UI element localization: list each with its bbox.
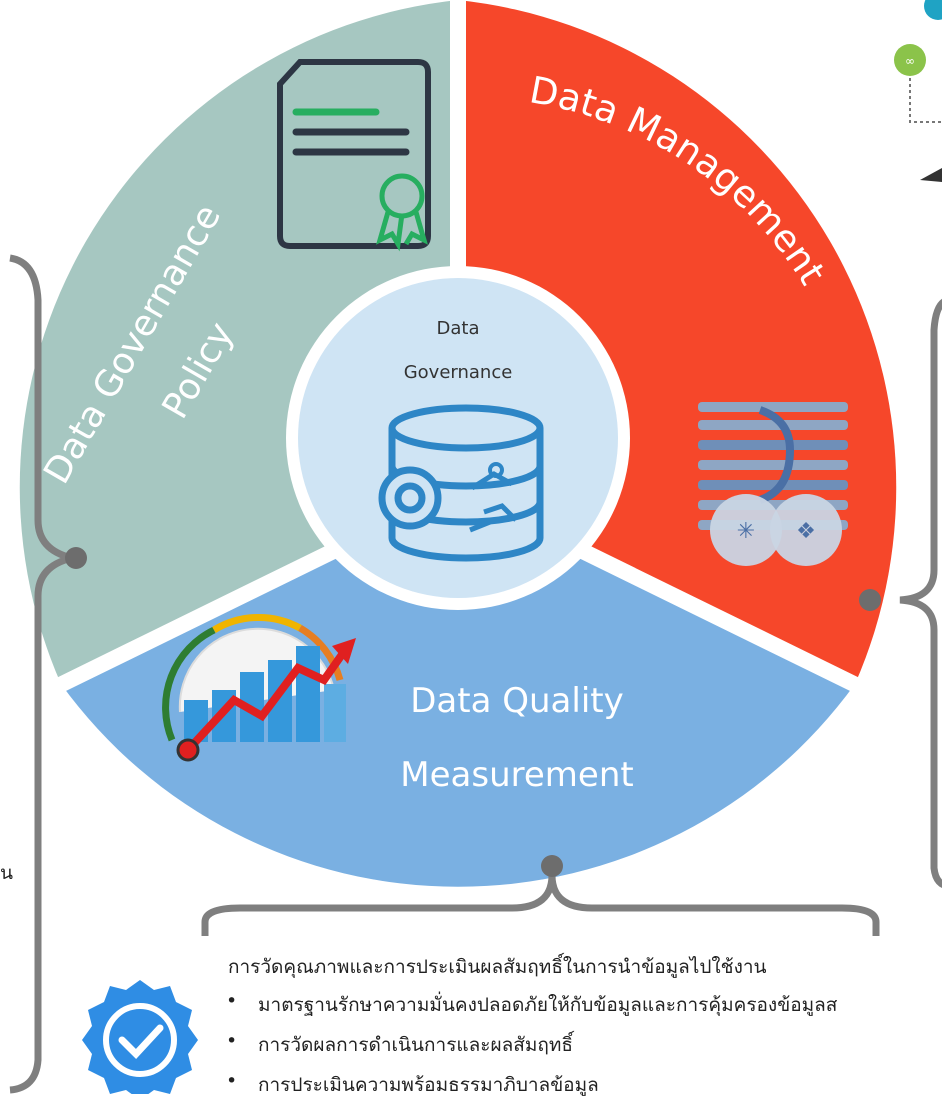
bottom-heading: การวัดคุณภาพและการประเมินผลสัมฤทธิ์ในการ…: [228, 956, 767, 978]
svg-text:∞: ∞: [905, 54, 915, 68]
data-pipeline-icon: ✳ ❖: [698, 402, 848, 566]
network-link-icon: ∞: [894, 0, 942, 182]
svg-text:❖: ❖: [796, 519, 816, 544]
bullet-3-marker: •: [226, 1070, 238, 1092]
left-edge-char: น: [0, 862, 13, 884]
quality-label-line2: Measurement: [400, 755, 633, 795]
center-label-line2: Governance: [404, 362, 513, 383]
certificate-icon: [277, 59, 431, 252]
bottom-bracket-dot: [541, 855, 563, 877]
bottom-bracket: [201, 874, 880, 936]
bullet-2-marker: •: [226, 1030, 238, 1052]
bullet-1-text: มาตรฐานรักษาความมั่นคงปลอดภัยให้กับข้อมู…: [258, 994, 838, 1016]
center-label-line1: Data: [437, 318, 480, 339]
bullet-2-text: การวัดผลการดำเนินการและผลสัมฤทธิ์: [258, 1034, 574, 1056]
quality-label-line1: Data Quality: [410, 681, 623, 721]
right-bracket: [899, 299, 942, 888]
right-bracket-dot: [859, 589, 881, 611]
database-gear-icon: [378, 404, 544, 562]
svg-text:✳: ✳: [737, 519, 755, 544]
bullet-1-marker: •: [226, 990, 238, 1012]
bullet-3-text: การประเมินความพร้อมธรรมาภิบาลข้อมูล: [258, 1074, 599, 1096]
speedometer-chart-icon: [162, 613, 356, 762]
verified-badge-icon: [82, 980, 198, 1094]
left-bracket-dot: [65, 547, 87, 569]
